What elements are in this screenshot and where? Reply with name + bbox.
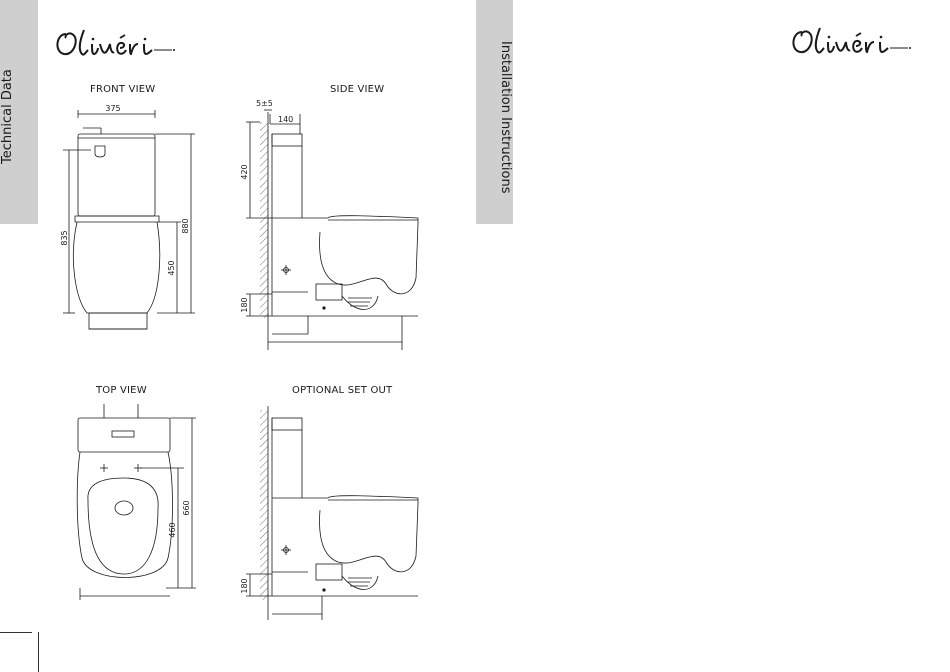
top-view-drawing: 460 660 bbox=[70, 400, 200, 608]
page-gutter-rule bbox=[38, 632, 39, 672]
technical-data-tab: Technical Data bbox=[0, 0, 38, 224]
optional-outlet-dim: 180 bbox=[240, 578, 249, 593]
side-view-title: SIDE VIEW bbox=[330, 84, 384, 95]
side-view-drawing: 5±5 140 420 180 bbox=[236, 98, 420, 354]
brand-logo-right bbox=[788, 24, 918, 60]
front-height-right-dim: 880 bbox=[181, 218, 190, 233]
front-seat-height-dim: 450 bbox=[167, 260, 176, 275]
side-gap-dim: 5±5 bbox=[256, 99, 273, 108]
side-depth-dim: 140 bbox=[278, 115, 293, 124]
side-cistern-dim: 420 bbox=[240, 164, 249, 179]
front-view-drawing: 375 835 880 450 bbox=[55, 98, 205, 343]
page-footer-rule bbox=[0, 632, 32, 633]
front-width-dim: 375 bbox=[105, 104, 120, 113]
front-height-dim: 835 bbox=[60, 230, 69, 245]
top-seat-dim: 460 bbox=[168, 522, 177, 537]
optional-set-out-title: OPTIONAL SET OUT bbox=[292, 385, 392, 396]
top-length-dim: 660 bbox=[182, 500, 191, 515]
optional-set-out-drawing: 180 bbox=[236, 400, 420, 624]
brand-logo-left bbox=[52, 26, 182, 62]
installation-instructions-tab: Installation Instructions bbox=[476, 0, 513, 224]
front-view-title: FRONT VIEW bbox=[90, 84, 155, 95]
side-outlet-dim: 180 bbox=[240, 297, 249, 312]
installation-instructions-label: Installation Instructions bbox=[476, 0, 513, 224]
technical-data-label: Technical Data bbox=[0, 0, 38, 224]
top-view-title: TOP VIEW bbox=[96, 385, 147, 396]
